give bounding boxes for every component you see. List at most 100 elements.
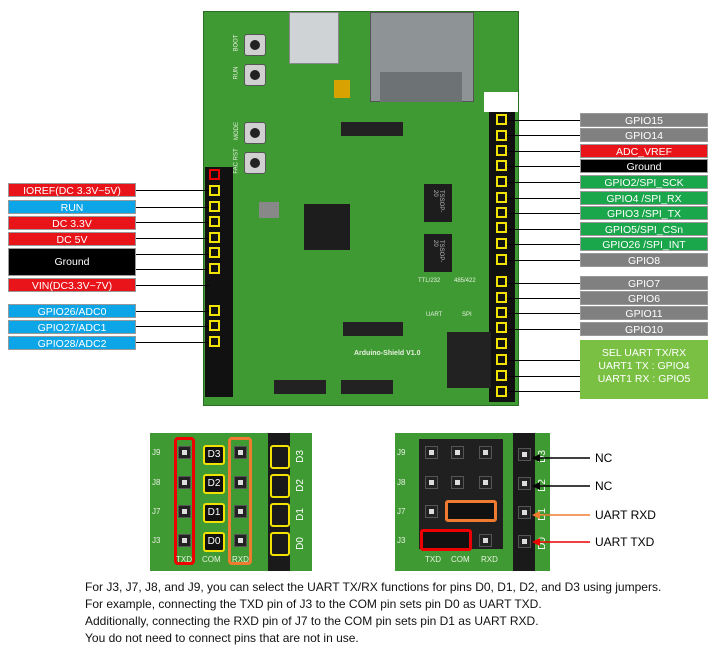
rwire-11 bbox=[507, 283, 580, 284]
right-pin-6 bbox=[496, 192, 507, 203]
board-corner-cut bbox=[484, 92, 518, 112]
uart-header bbox=[343, 322, 403, 336]
right-pin-18 bbox=[496, 386, 507, 397]
dl-d2-box: D2 bbox=[203, 474, 225, 494]
wire-5v bbox=[136, 238, 209, 239]
note-line-1: For J3, J7, J8, and J9, you can select t… bbox=[85, 580, 662, 594]
dl-side-label-d1: D1 bbox=[294, 508, 306, 521]
dl-pin-txd-j8 bbox=[178, 476, 191, 489]
right-pin-13 bbox=[496, 307, 507, 318]
wire-3v3 bbox=[136, 222, 209, 223]
silk-run: RUN bbox=[233, 66, 240, 80]
dr-col-rxd: RXD bbox=[481, 555, 498, 564]
arrowhead-rxd bbox=[532, 511, 540, 519]
right-pin-5 bbox=[496, 176, 507, 187]
rwire-3 bbox=[507, 151, 580, 152]
right-pin-17 bbox=[496, 370, 507, 381]
arrowhead-nc-1 bbox=[532, 454, 540, 462]
dl-side-d1 bbox=[270, 503, 290, 527]
right-pin-9 bbox=[496, 238, 507, 249]
silk-spi: SPI bbox=[462, 312, 472, 318]
dl-pin-rxd-j9 bbox=[234, 446, 247, 459]
callout-nc-2: NC bbox=[595, 479, 613, 493]
run-button[interactable] bbox=[244, 64, 266, 86]
left-label-5v: DC 5V bbox=[8, 232, 136, 246]
rwire-1 bbox=[507, 120, 580, 121]
right-label-gpio15: GPIO15 bbox=[580, 113, 708, 127]
left-label-ground: Ground bbox=[8, 248, 136, 276]
jumper-detail-right: J9 J8 J7 J3 TXD COM RXD D3 D2 D1 D0 bbox=[395, 433, 550, 571]
wire-run bbox=[136, 207, 209, 208]
dl-row-j9: J9 bbox=[152, 448, 161, 457]
dr-row-j3: J3 bbox=[397, 536, 406, 545]
dl-side-d3 bbox=[270, 445, 290, 469]
right-pin-3 bbox=[496, 145, 507, 156]
dl-pin-txd-j3 bbox=[178, 534, 191, 547]
dr-pin-1-2 bbox=[451, 446, 464, 459]
right-pin-4 bbox=[496, 160, 507, 171]
dr-col-com: COM bbox=[451, 555, 470, 564]
boot-button[interactable] bbox=[244, 34, 266, 56]
right-pin-7 bbox=[496, 207, 507, 218]
left-pin-adc1 bbox=[209, 320, 220, 331]
dr-pin-2-1 bbox=[425, 476, 438, 489]
arrowhead-nc-2 bbox=[532, 482, 540, 490]
left-label-adc2: GPIO28/ADC2 bbox=[8, 336, 136, 350]
left-pin-ioref bbox=[209, 169, 220, 180]
dr-pin-1-1 bbox=[425, 446, 438, 459]
spi-header bbox=[341, 122, 403, 136]
dl-side-label-d0: D0 bbox=[294, 537, 306, 550]
dl-d1-box: D1 bbox=[203, 503, 225, 523]
wire-vin bbox=[136, 285, 209, 286]
jumper-detail-left: J9 J8 J7 J3 D3 D2 D1 D0 TXD COM RXD D3 D… bbox=[150, 433, 312, 571]
right-pin-11 bbox=[496, 276, 507, 287]
rwire-5 bbox=[507, 182, 580, 183]
right-pin-15 bbox=[496, 338, 507, 349]
dl-pin-rxd-j7 bbox=[234, 505, 247, 518]
left-pin-adc0 bbox=[209, 305, 220, 316]
crystal bbox=[259, 202, 279, 218]
callout-arrows bbox=[532, 454, 590, 546]
main-mcu-chip bbox=[304, 204, 350, 250]
dl-side-label-d2: D2 bbox=[294, 479, 306, 492]
right-pin-16 bbox=[496, 354, 507, 365]
rwire-8 bbox=[507, 229, 580, 230]
left-pin-5v bbox=[209, 216, 220, 227]
rj45-inner bbox=[380, 72, 462, 102]
uart-sel-line2: UART1 TX : GPIO4 bbox=[598, 360, 690, 372]
wire-gnd1 bbox=[136, 254, 209, 255]
uart-sel-line1: SEL UART TX/RX bbox=[601, 347, 687, 359]
wire-ioref bbox=[136, 190, 209, 191]
dr-side-pin-d1 bbox=[518, 506, 531, 519]
silk-ttl: TTL/232 bbox=[418, 278, 441, 284]
dr-pin-3-1 bbox=[425, 505, 438, 518]
dr-pin-4-3 bbox=[479, 534, 492, 547]
jumper-block bbox=[447, 332, 491, 388]
right-label-spi-rx: GPIO4 /SPI_RX bbox=[580, 191, 708, 205]
right-label-gpio11: GPIO11 bbox=[580, 306, 708, 320]
j2-header bbox=[274, 380, 326, 394]
silk-boot: BOOT bbox=[233, 34, 240, 52]
rwire-10 bbox=[507, 260, 580, 261]
left-label-ioref: IOREF(DC 3.3V~5V) bbox=[8, 183, 136, 197]
rwire-15 bbox=[507, 360, 580, 361]
left-label-vin: VIN(DC3.3V~7V) bbox=[8, 278, 136, 292]
rwire-17 bbox=[507, 391, 580, 392]
silk-shield: Arduino-Shield V1.0 bbox=[354, 350, 421, 357]
fac-rst-button[interactable] bbox=[244, 152, 266, 174]
left-pin-vin bbox=[209, 263, 220, 274]
mode-button[interactable] bbox=[244, 122, 266, 144]
dl-pin-txd-j7 bbox=[178, 505, 191, 518]
right-label-spi-csn: GPIO5/SPI_CSn bbox=[580, 222, 708, 236]
arrowhead-txd bbox=[532, 538, 540, 546]
uart-select-box: SEL UART TX/RX UART1 TX : GPIO4 UART1 RX… bbox=[580, 340, 708, 399]
dl-row-j3: J3 bbox=[152, 536, 161, 545]
right-pin-14 bbox=[496, 322, 507, 333]
silk-fac: FAC RST bbox=[233, 148, 240, 174]
right-label-gpio14: GPIO14 bbox=[580, 128, 708, 142]
note-line-4: You do not need to connect pins that are… bbox=[85, 631, 359, 645]
dl-pin-rxd-j3 bbox=[234, 534, 247, 547]
dr-pin-2-3 bbox=[479, 476, 492, 489]
rwire-14 bbox=[507, 329, 580, 330]
note-line-3: Additionally, connecting the RXD pin of … bbox=[85, 614, 539, 628]
